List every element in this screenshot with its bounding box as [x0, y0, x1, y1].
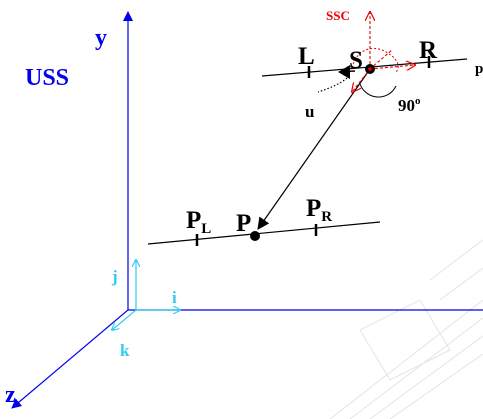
point-PL-label: PL [186, 207, 211, 237]
projection-line [257, 68, 371, 230]
z-axis-label: z [5, 382, 16, 408]
angle-label: 90o [398, 95, 421, 115]
ssc-frame [352, 12, 415, 92]
u-leader [317, 77, 348, 93]
unit-k-label: k [120, 341, 130, 360]
point-S-center [368, 67, 372, 71]
lower-line [147, 221, 381, 245]
point-PL-sub: L [201, 221, 211, 237]
uss-axes [11, 11, 483, 409]
upper-line [261, 58, 468, 77]
line-label-cut: p [475, 61, 483, 77]
unit-j-label: j [111, 267, 118, 286]
point-L-label: L [298, 43, 315, 70]
point-R-label: R [419, 37, 438, 64]
unit-vectors [112, 260, 180, 330]
unit-vector-k [112, 309, 137, 330]
ssc-label: SSC [326, 8, 350, 23]
watermark [329, 239, 483, 419]
y-axis-label: y [95, 25, 107, 51]
z-axis [11, 309, 129, 409]
right-angle-arc [359, 83, 397, 98]
uss-label: USS [25, 65, 69, 91]
point-P-dot [250, 231, 260, 241]
angle-degree-sup: o [415, 95, 421, 107]
unit-i-label: i [172, 288, 177, 307]
arrow-head-L [338, 65, 350, 79]
point-P-label: P [236, 210, 251, 237]
point-S-label: S [349, 47, 363, 74]
point-PR-label: PR [306, 195, 332, 225]
point-PR-sub: R [321, 209, 332, 225]
vector-u-label: u [305, 102, 314, 121]
